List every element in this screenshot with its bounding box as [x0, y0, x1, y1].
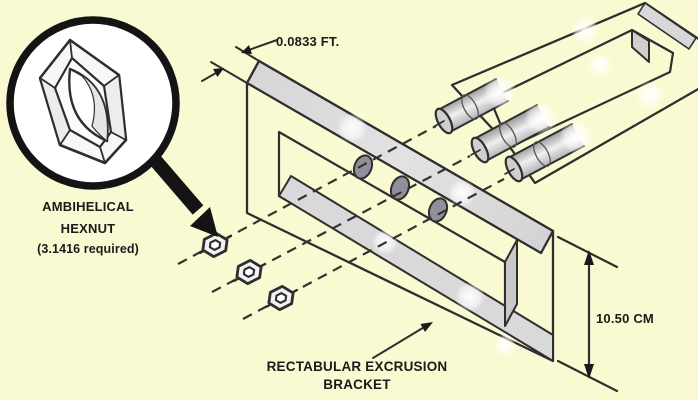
extension-line-outer — [235, 46, 260, 62]
centerline-2 — [211, 155, 471, 293]
centerlines — [177, 125, 505, 320]
rod-2-seam — [499, 122, 517, 148]
arrowhead-lower — [213, 68, 224, 77]
magnifier-arrowhead — [190, 207, 218, 237]
magnifier-label: AMBIHELICAL HEXNUT (3.1416 required) — [37, 199, 139, 256]
thickness-dimension-text: 0.0833 FT. — [276, 34, 339, 49]
centerline-3 — [242, 178, 505, 320]
hexnut-bore-wall — [69, 68, 109, 143]
arrowhead-down — [584, 364, 594, 379]
u-bolt-highlight-smudges — [571, 16, 664, 109]
arrowhead-upper — [241, 45, 252, 54]
u-bolt-bend-face — [637, 2, 697, 50]
magnifier-handle — [149, 155, 204, 215]
extension-line-inner — [210, 61, 248, 84]
callout-label-line3: (3.1416 required) — [37, 242, 139, 256]
bracket-hole-1 — [352, 154, 374, 180]
rod-2-center-tick — [470, 149, 481, 156]
bracket-label: RECTABULAR EXCRUSION BRACKET — [267, 322, 448, 392]
rod-3-center-tick — [504, 168, 515, 175]
bracket-label-leader — [372, 325, 427, 359]
bracket-highlight-smudges — [337, 113, 516, 356]
leader-line-2 — [201, 72, 217, 82]
ambihelical-hexnut-detail — [38, 38, 128, 165]
centerline-1 — [177, 125, 437, 265]
height-dimension-text: 10.50 CM — [596, 311, 654, 326]
bracket-hole-3 — [427, 197, 449, 223]
dimension-thickness: 0.0833 FT. — [201, 34, 339, 84]
bracket-slot-right-face — [504, 239, 518, 327]
hexnuts — [198, 229, 299, 314]
bracket-label-line2: BRACKET — [323, 377, 391, 392]
callout-label-line2: HEXNUT — [61, 221, 116, 236]
bracket-label-line1: RECTABULAR EXCRUSION — [267, 359, 448, 374]
rod-3-seam — [533, 141, 551, 167]
callout-label-line1: AMBIHELICAL — [42, 199, 134, 214]
rod-1-center-tick — [434, 120, 445, 127]
bracket-holes — [352, 154, 449, 223]
extension-line-top — [556, 235, 619, 269]
u-bolt-inner-corner-face — [631, 29, 650, 63]
u-bolt — [434, 1, 698, 185]
bracket-label-arrowhead — [420, 322, 433, 332]
bracket-top-face — [245, 59, 555, 255]
arrowhead-up — [584, 250, 594, 265]
dimension-height: 10.50 CM — [556, 235, 654, 393]
extension-line-bottom — [556, 359, 619, 393]
rod-1-seam — [461, 94, 479, 120]
magnifier-callout: AMBIHELICAL HEXNUT (3.1416 required) — [6, 16, 218, 256]
rectabular-excrusion-bracket — [245, 59, 555, 363]
bracket-hole-2 — [389, 175, 411, 201]
rod-junction-fades — [483, 75, 593, 154]
